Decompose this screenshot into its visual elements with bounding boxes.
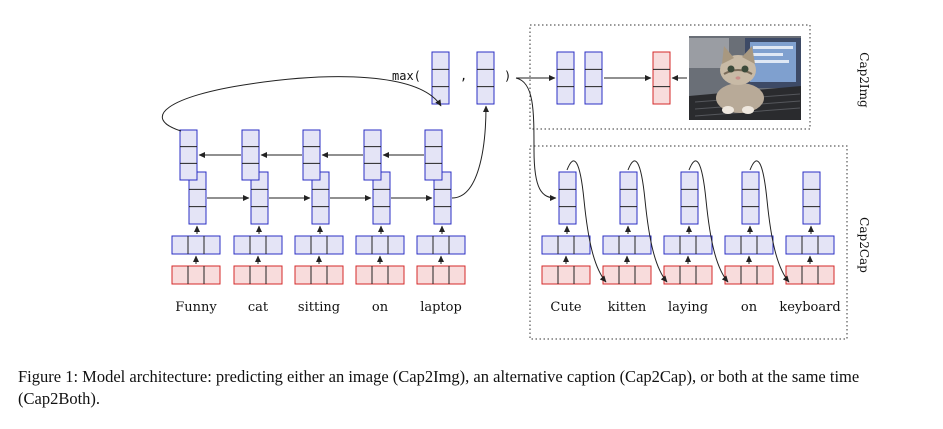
encoder-onehot-vector bbox=[233, 265, 283, 285]
backward-to-max-curve bbox=[161, 76, 442, 132]
kitten-on-laptop-photo bbox=[689, 36, 801, 120]
network-arrows bbox=[161, 75, 814, 283]
decoder-feedback-curve bbox=[627, 160, 668, 283]
decoder-onehot-vector bbox=[663, 265, 713, 285]
cap2cap-group-box bbox=[529, 145, 848, 340]
encoder-embedding-vector bbox=[416, 235, 466, 255]
encoder-word: cat bbox=[248, 300, 269, 315]
encoder-embedding-vector bbox=[355, 235, 405, 255]
decoder-word: kitten bbox=[608, 300, 647, 315]
forward-to-max-curve bbox=[451, 105, 489, 199]
max-to-decoder-curve bbox=[515, 77, 557, 201]
decoder-feedback-curve bbox=[749, 160, 790, 283]
max-backward-state bbox=[431, 51, 450, 105]
decoder-lstm-state bbox=[741, 171, 760, 225]
cap2img-label: Cap2Img bbox=[857, 52, 871, 108]
cap2img-hidden-1 bbox=[556, 51, 575, 105]
encoder-word: on bbox=[372, 300, 389, 315]
decoder-embedding-vector bbox=[663, 235, 713, 255]
decoder-word: laying bbox=[668, 300, 708, 315]
decoder-feedback-curve bbox=[688, 160, 729, 283]
cap2img-group-box bbox=[529, 24, 811, 130]
decoder-lstm-state bbox=[802, 171, 821, 225]
decoder-feedback-curve bbox=[566, 160, 607, 283]
encoder-onehot-vector bbox=[294, 265, 344, 285]
decoder-onehot-vector bbox=[541, 265, 591, 285]
predicted-image-vector bbox=[652, 51, 671, 105]
encoder-embedding-vector bbox=[171, 235, 221, 255]
encoder-embedding-vector bbox=[233, 235, 283, 255]
encoder-onehot-vector bbox=[355, 265, 405, 285]
backward-lstm-state bbox=[302, 129, 321, 181]
backward-lstm-state bbox=[241, 129, 260, 181]
decoder-embedding-vector bbox=[602, 235, 652, 255]
encoder-word: Funny bbox=[175, 300, 217, 315]
max-open-label: max( bbox=[392, 69, 421, 83]
decoder-words: Cute kitten laying on keyboard bbox=[550, 300, 840, 315]
decoder-lstm-state bbox=[619, 171, 638, 225]
decoder-word: Cute bbox=[550, 300, 582, 315]
encoder-onehot-vector bbox=[171, 265, 221, 285]
figure-caption: Figure 1: Model architecture: predicting… bbox=[18, 367, 860, 408]
decoder-word: on bbox=[741, 300, 758, 315]
backward-lstm-state bbox=[179, 129, 198, 181]
cap2img-hidden-2 bbox=[584, 51, 603, 105]
decoder-embedding-vector bbox=[724, 235, 774, 255]
max-close-label: ) bbox=[504, 69, 511, 83]
decoder-word: keyboard bbox=[779, 300, 840, 315]
decoder-onehot-vector bbox=[602, 265, 652, 285]
model-architecture-diagram: Cap2Img Cap2Cap max( , ) Funny c bbox=[161, 24, 871, 340]
max-comma-label: , bbox=[460, 69, 467, 83]
encoder-embedding-vector bbox=[294, 235, 344, 255]
cap2cap-label: Cap2Cap bbox=[857, 217, 871, 273]
decoder-lstm-state bbox=[558, 171, 577, 225]
decoder-onehot-vector bbox=[724, 265, 774, 285]
decoder-lstm-state bbox=[680, 171, 699, 225]
encoder-words: Funny cat sitting on laptop bbox=[175, 300, 462, 315]
decoder-onehot-vector bbox=[785, 265, 835, 285]
backward-lstm-state bbox=[363, 129, 382, 181]
decoder-embedding-vector bbox=[541, 235, 591, 255]
backward-lstm-state bbox=[424, 129, 443, 181]
max-forward-state bbox=[476, 51, 495, 105]
network-cells bbox=[171, 51, 835, 285]
encoder-word: laptop bbox=[420, 300, 462, 315]
encoder-word: sitting bbox=[298, 300, 340, 315]
encoder-onehot-vector bbox=[416, 265, 466, 285]
decoder-embedding-vector bbox=[785, 235, 835, 255]
